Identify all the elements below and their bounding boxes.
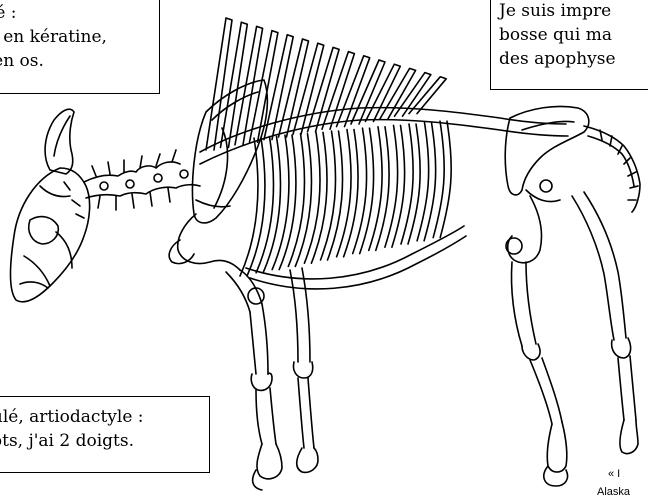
- rib: [392, 125, 405, 247]
- credit-text: « I: [608, 468, 620, 480]
- callout-text-line: gulé, artiodactyle :: [0, 405, 209, 429]
- tail: [584, 126, 640, 212]
- callout-text-line: bosse qui ma: [499, 23, 648, 47]
- callout-text-line: s en os.: [0, 49, 159, 73]
- neck-vertebrae: [84, 150, 200, 210]
- rib: [376, 127, 389, 251]
- hind-leg-far: [572, 192, 638, 454]
- callout-text-line: des apophyse: [499, 47, 648, 71]
- credit-location: Alaska: [597, 486, 630, 498]
- hind-leg-near: [506, 196, 568, 486]
- callout-text-line: Je suis impre: [499, 0, 648, 23]
- dorsal-spine: [221, 22, 248, 147]
- rib-cage: [240, 121, 451, 276]
- callout-bottom-left: gulé, artiodactyle : bots, j'ai 2 doigts…: [0, 396, 210, 473]
- callout-top-right: Je suis impre bosse qui ma des apophyse: [490, 0, 648, 90]
- rib: [424, 123, 436, 241]
- horn: [45, 109, 74, 174]
- callout-top-left: idé : es en kératine, s en os.: [0, 0, 160, 94]
- callout-text-line: bots, j'ai 2 doigts.: [0, 429, 209, 453]
- rib: [408, 124, 420, 244]
- rib: [353, 128, 367, 253]
- callout-text-line: es en kératine,: [0, 25, 159, 49]
- rib: [369, 127, 382, 251]
- front-leg-far: [290, 268, 318, 472]
- dorsal-spine: [206, 18, 232, 150]
- callout-text-line: idé :: [0, 1, 159, 25]
- skull: [11, 168, 90, 302]
